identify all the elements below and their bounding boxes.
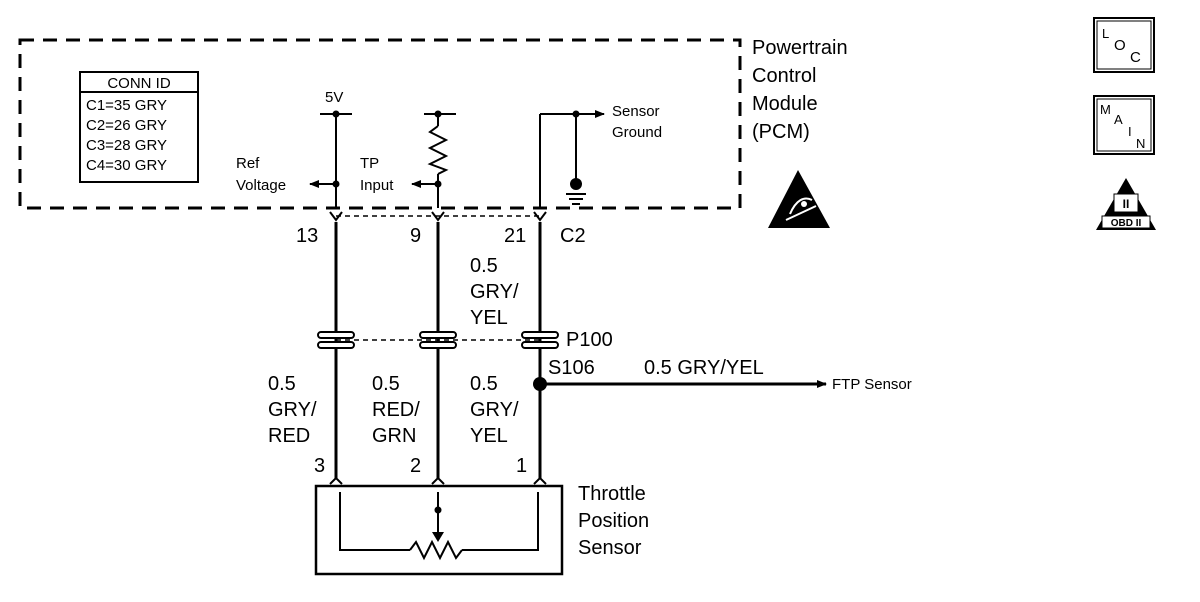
pcm-title-line-2: Control — [752, 65, 816, 87]
conn-id-row: C1=35 GRY — [86, 97, 167, 114]
ftp-sensor-label: FTP Sensor — [832, 376, 912, 393]
c2-pin-symbols — [329, 211, 547, 222]
five-v-label: 5V — [325, 89, 343, 106]
obd-ii-numeral: II — [1123, 197, 1130, 211]
pcm-title: Powertrain Control Module (PCM) — [752, 37, 848, 143]
wire-upper-color-2: YEL — [470, 307, 508, 329]
pcm-title-line-4: (PCM) — [752, 121, 810, 143]
wire-1-color-1: GRY/ — [470, 399, 519, 421]
sensor-ground-label-1: Sensor — [612, 103, 660, 120]
wire-upper-color-1: GRY/ — [470, 281, 519, 303]
loc-letter-c: C — [1130, 49, 1141, 66]
sensor-title-line-2: Position — [578, 510, 649, 532]
main-letter-a: A — [1114, 112, 1123, 127]
wire-2-color-2: GRN — [372, 425, 416, 447]
pcm-pin-9: 9 — [410, 225, 421, 247]
sensor-pin-3: 3 — [314, 455, 325, 477]
ground-icon — [566, 178, 586, 205]
main-badge-icon: M A I N — [1093, 95, 1155, 155]
pcm-title-line-3: Module — [752, 93, 818, 115]
tp-input-label-1: TP — [360, 155, 379, 172]
tp-input-label-2: Input — [360, 177, 394, 194]
main-letter-m: M — [1100, 102, 1111, 117]
main-letter-n: N — [1136, 136, 1145, 151]
obd-ii-text: OBD II — [1111, 218, 1142, 229]
ref-voltage-circuit: 5V Ref Voltage — [236, 89, 352, 208]
wire-2-size: 0.5 — [372, 373, 400, 395]
sensor-pin-1: 1 — [516, 455, 527, 477]
wire-1-color-2: YEL — [470, 425, 508, 447]
pcm-pin-13: 13 — [296, 225, 318, 247]
tp-sensor — [314, 476, 564, 576]
conn-id-row: C2=26 GRY — [86, 117, 167, 134]
esd-warning-icon — [768, 170, 830, 228]
main-letter-i: I — [1128, 124, 1132, 139]
wire-1-size: 0.5 — [470, 373, 498, 395]
pcm-title-line-1: Powertrain — [752, 37, 848, 59]
branch-wire-label: 0.5 GRY/YEL — [644, 357, 764, 379]
ref-voltage-label-2: Voltage — [236, 177, 286, 194]
lower-wire-labels: 0.5 GRY/ RED 0.5 RED/ GRN 0.5 GRY/ YEL — [268, 373, 519, 447]
loc-letter-l: L — [1102, 26, 1109, 41]
conn-id-table: CONN ID C1=35 GRY C2=26 GRY C3=28 GRY C4… — [79, 71, 199, 183]
ref-voltage-label-1: Ref — [236, 155, 260, 172]
sensor-ground-label-2: Ground — [612, 124, 662, 141]
wire-3-size: 0.5 — [268, 373, 296, 395]
sensor-title-line-1: Throttle — [578, 483, 646, 505]
conn-id-row: C3=28 GRY — [86, 137, 167, 154]
s106-label: S106 — [548, 357, 595, 379]
wire-upper-size: 0.5 — [470, 255, 498, 277]
resistor-icon — [427, 125, 449, 175]
sensor-pin-2: 2 — [410, 455, 421, 477]
wire-3-color-2: RED — [268, 425, 310, 447]
resistor-icon — [409, 539, 463, 561]
pcm-boundary — [18, 38, 742, 210]
tp-input-circuit: TP Input — [360, 110, 456, 208]
p100-label: P100 — [566, 329, 613, 351]
wire-2-color-1: RED/ — [372, 399, 420, 421]
p100-connector-symbols — [317, 331, 559, 349]
loc-letter-o: O — [1114, 37, 1126, 54]
conn-id-row: C4=30 GRY — [86, 157, 167, 174]
c2-connector-label: C2 — [560, 225, 586, 247]
loc-badge-icon: L O C — [1093, 17, 1155, 73]
wire-3-color-1: GRY/ — [268, 399, 317, 421]
sensor-ground-circuit: Sensor Ground — [539, 103, 662, 208]
pcm-pin-21: 21 — [504, 225, 526, 247]
harness-wires — [334, 222, 542, 478]
sensor-title-line-3: Sensor — [578, 537, 642, 559]
obd-ii-badge-icon: II OBD II — [1096, 178, 1156, 230]
conn-id-header: CONN ID — [107, 75, 171, 92]
